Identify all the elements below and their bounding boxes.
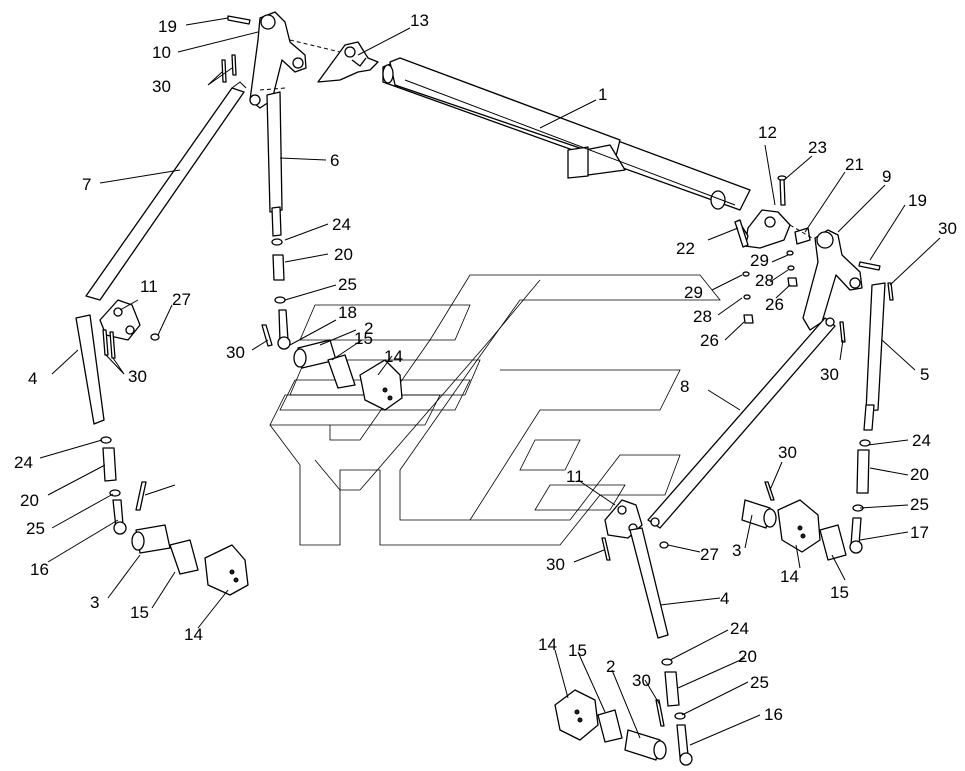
callout-30: 30 (632, 671, 651, 690)
callout-14: 14 (184, 625, 203, 644)
callout-15: 15 (568, 641, 587, 660)
pin-weight-set-bottom (554, 689, 667, 761)
callout-18: 18 (338, 303, 357, 322)
callout-7: 7 (82, 175, 91, 194)
callout-11: 11 (566, 467, 584, 486)
callout-8: 8 (680, 377, 689, 396)
callout-30: 30 (778, 443, 797, 462)
adjuster-assembly-left (100, 436, 127, 535)
callout-5: 5 (920, 365, 929, 384)
callout-25: 25 (26, 519, 45, 538)
callout-20: 20 (334, 245, 353, 264)
callout-22: 22 (676, 239, 695, 258)
callout-19: 19 (158, 17, 177, 36)
plate-11-left (99, 299, 141, 341)
rod-5 (863, 282, 886, 431)
callout-9: 9 (882, 167, 891, 186)
callout-30: 30 (938, 219, 957, 238)
torsion-shaft (382, 57, 751, 211)
callout-11: 11 (140, 277, 158, 296)
callout-20: 20 (20, 491, 39, 510)
callout-17: 17 (910, 523, 929, 542)
callout-27: 27 (700, 545, 719, 564)
frame-ghost-outline (269, 274, 721, 546)
callout-19: 19 (908, 191, 927, 210)
tie-rod-7 (85, 81, 247, 301)
callout-13: 13 (410, 11, 429, 30)
callout-15: 15 (354, 329, 373, 348)
rod-6 (266, 91, 283, 237)
callout-25: 25 (750, 673, 769, 692)
callout-27: 27 (172, 290, 191, 309)
callout-20: 20 (738, 647, 757, 666)
callout-14: 14 (538, 635, 557, 654)
adjuster-assembly-5 (849, 439, 871, 554)
callout-10: 10 (152, 43, 171, 62)
callout-12: 12 (758, 123, 777, 142)
pin-weight-set-left (131, 524, 249, 596)
callout-2: 2 (606, 657, 615, 676)
callout-30: 30 (820, 365, 839, 384)
callout-16: 16 (764, 705, 783, 724)
lever-arm-9 (802, 229, 863, 331)
callout-23: 23 (808, 138, 827, 157)
callout-28: 28 (755, 271, 774, 290)
callout-4: 4 (28, 369, 37, 388)
callout-3: 3 (732, 541, 741, 560)
adjuster-assembly-right (661, 658, 693, 766)
plate-11-right (604, 499, 643, 539)
small-hardware (102, 15, 894, 727)
callout-14: 14 (384, 347, 403, 366)
leader-lines (39, 17, 941, 746)
callout-24: 24 (912, 431, 931, 450)
callout-30: 30 (152, 77, 171, 96)
callout-3: 3 (90, 593, 99, 612)
callout-4: 4 (720, 589, 729, 608)
callout-1: 1 (598, 85, 607, 104)
callout-26: 26 (765, 295, 784, 314)
callout-21: 21 (845, 155, 864, 174)
alignment-lines (259, 39, 813, 239)
link-4-left (75, 314, 105, 425)
callout-29: 29 (684, 283, 703, 302)
adjuster-assembly-6 (271, 238, 291, 350)
callout-labels: 19 10 30 13 1 7 6 12 23 21 9 19 30 22 24… (14, 11, 957, 724)
tie-rod-8 (647, 317, 836, 529)
callout-24: 24 (332, 215, 351, 234)
callout-20: 20 (910, 465, 929, 484)
link-4-right (629, 527, 669, 639)
callout-15: 15 (130, 603, 149, 622)
callout-30: 30 (546, 555, 565, 574)
callout-24: 24 (730, 619, 749, 638)
pin-weight-set-top (293, 339, 403, 411)
callout-14: 14 (780, 567, 799, 586)
callout-30: 30 (128, 367, 147, 386)
callout-28: 28 (693, 307, 712, 326)
pin-weight-set-right (741, 499, 847, 561)
callout-6: 6 (330, 151, 339, 170)
callout-30: 30 (226, 343, 245, 362)
callout-24: 24 (14, 453, 33, 472)
callout-25: 25 (910, 495, 929, 514)
lever-arm-10 (249, 11, 307, 109)
callout-15: 15 (830, 583, 849, 602)
callout-25: 25 (338, 275, 357, 294)
callout-16: 16 (30, 560, 49, 579)
callout-2: 2 (364, 319, 373, 338)
callout-26: 26 (700, 331, 719, 350)
callout-29: 29 (750, 251, 769, 270)
bracket-13 (317, 41, 379, 83)
